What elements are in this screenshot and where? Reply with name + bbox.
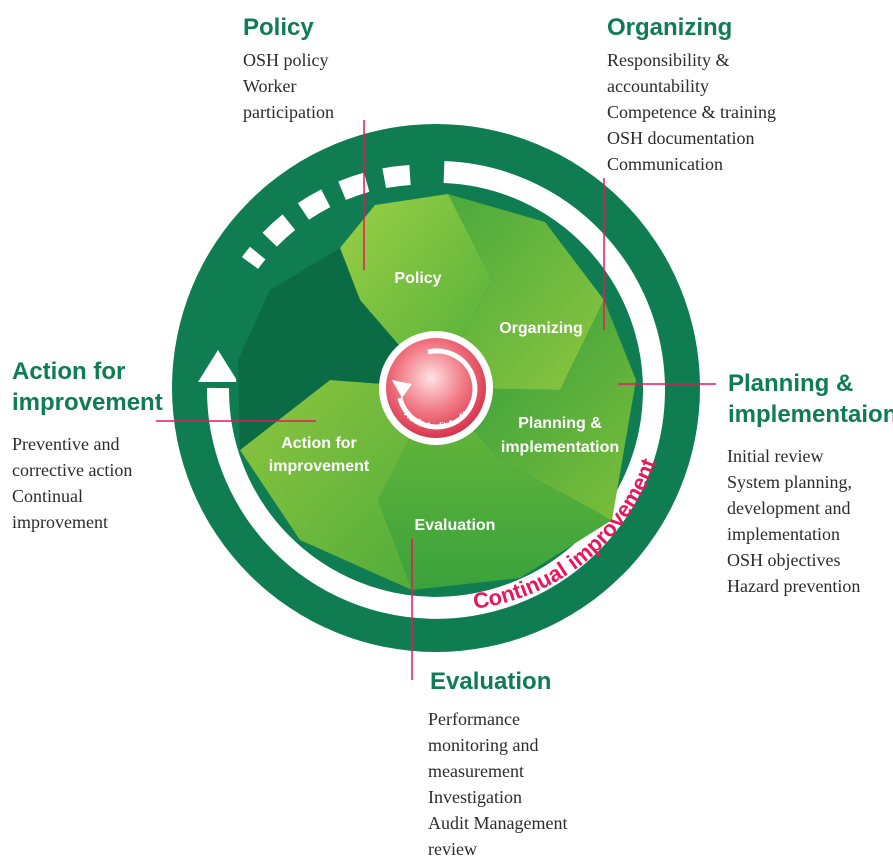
list-item: System planning, [727,472,852,492]
callout-list-policy: OSH policy Worker participation [243,47,334,125]
list-item: participation [243,102,334,122]
list-item: OSH objectives [727,550,841,570]
list-item: monitoring and [428,735,539,755]
list-item: development and [727,498,851,518]
list-item: Audit Management [428,813,568,833]
segment-label-organizing: Organizing [499,320,583,337]
list-item: Competence & training [607,102,776,122]
segment-label-action-1: Action for [281,435,357,452]
center-hub [386,338,486,438]
segment-label-planning-1: Planning & [518,415,602,432]
list-item: Hazard prevention [727,576,861,596]
list-item: measurement [428,761,524,781]
list-item: Performance [428,709,520,729]
callout-list-organizing: Responsibility & accountability Competen… [607,47,776,177]
list-item: OSH documentation [607,128,755,148]
segment-action [240,380,436,590]
callout-title-planning-1: Planning & [728,370,854,397]
callout-title-action-1: Action for [12,358,126,385]
callout-title-action-2: improvement [12,389,163,416]
list-item: implementation [727,524,840,544]
callout-title-planning-2: implementaion [728,401,893,428]
list-item: improvement [12,512,108,532]
list-item: Preventive and [12,434,120,454]
segment-organizing [436,194,604,390]
segment-label-planning-2: implementation [501,439,619,456]
audit-cycle-arrow [397,348,478,430]
list-item: Investigation [428,787,522,807]
list-item: Continual [12,486,83,506]
list-item: accountability [607,76,709,96]
list-item: Communication [607,154,723,174]
ring-dash-marks [241,165,411,269]
segment-label-policy: Policy [394,270,441,287]
segment-planning [436,300,636,520]
list-item: corrective action [12,460,133,480]
audit-arrowhead [392,380,412,398]
callout-title-evaluation: Evaluation [430,668,552,695]
continual-improvement-arrow [206,161,665,619]
callout-title-policy: Policy [243,14,314,41]
callout-list-evaluation: Performance monitoring and measurement I… [428,706,567,862]
callout-title-organizing: Organizing [607,14,733,41]
list-item: review [428,839,477,859]
callout-list-planning: Initial review System planning, developm… [727,443,860,599]
list-item: Responsibility & [607,50,730,70]
callout-list-action: Preventive and corrective action Continu… [12,431,132,535]
list-item: Initial review [727,446,824,466]
segment-label-action-2: improvement [269,458,370,475]
segment-label-evaluation: Evaluation [415,517,496,534]
list-item: OSH policy [243,50,329,70]
list-item: Worker [243,76,297,96]
segment-dark-wedge [238,248,436,450]
continual-improvement-arrowhead [198,350,238,382]
